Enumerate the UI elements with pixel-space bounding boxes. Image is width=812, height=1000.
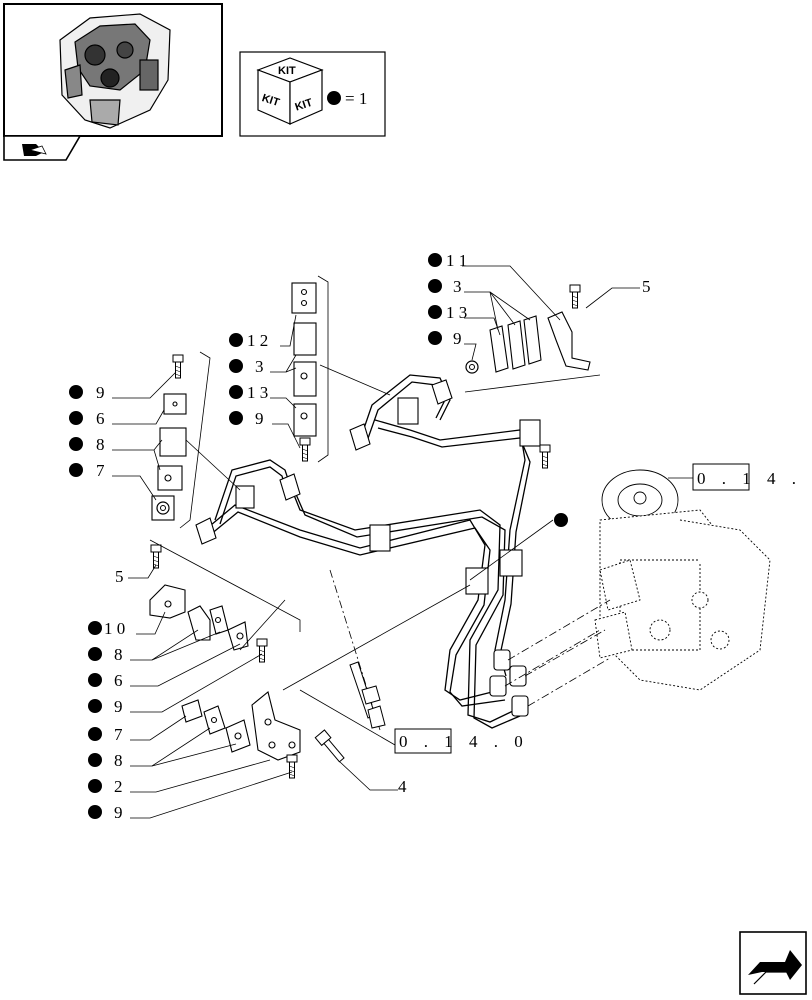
bolt-icon (150, 544, 162, 569)
callout-bullets (69, 253, 568, 819)
nav-next-arrow[interactable] (739, 931, 807, 995)
injector (349, 661, 386, 729)
bolt-icon (256, 638, 268, 663)
callout-3: 3 (453, 277, 462, 296)
reference-text: 0 . 1 4 . 0 (697, 469, 812, 488)
callout-2: 2 (114, 777, 123, 796)
clamp-kit-middle (291, 282, 317, 437)
fuel-pipes (204, 374, 531, 729)
callout-7: 7 (114, 725, 123, 744)
callout-8: 8 (114, 751, 123, 770)
kit-legend: KIT KIT KIT = 1 (239, 51, 386, 137)
callout-6: 6 (96, 409, 105, 428)
nav-back-arrow-icon (22, 144, 47, 156)
reference-bottom[interactable]: 0 . 1 4 . 0 (394, 728, 529, 754)
bolt-icon (172, 354, 184, 379)
kit-label-right: KIT (294, 97, 315, 114)
pipe-clamps (235, 397, 541, 595)
reference-text: 0 . 1 4 . 0 (399, 732, 529, 751)
bolt-icon (539, 444, 551, 469)
kit-bullet-icon (327, 91, 341, 105)
callout-9: 9 (114, 697, 123, 716)
nav-back-arrow[interactable] (3, 135, 82, 161)
pipe-fittings (195, 379, 529, 717)
kit-label-top: KIT (278, 65, 296, 77)
engine-thumbnail[interactable] (3, 3, 223, 137)
callout-4: 4 (398, 777, 407, 796)
kit-cube-icon: KIT KIT KIT (256, 57, 324, 125)
nav-next-arrow-icon (748, 950, 802, 985)
bracket-kit-lower-left (149, 584, 249, 651)
callout-7: 7 (96, 461, 105, 480)
engine-thumbnail-icon (59, 13, 171, 129)
callout-11: 1 1 (446, 251, 467, 270)
callout-6: 6 (114, 671, 123, 690)
callout-12: 1 2 (247, 331, 268, 350)
callout-8: 8 (96, 435, 105, 454)
bracket-kit-bottom (181, 691, 301, 761)
callout-5: 5 (115, 567, 124, 586)
callout-9: 9 (114, 803, 123, 822)
leader-lines (112, 265, 640, 819)
clamp-kit-left (151, 393, 187, 521)
callout-9: 9 (255, 409, 264, 428)
bolt-icon (286, 754, 298, 779)
bolt-icon (299, 437, 311, 462)
kit-label-left: KIT (260, 92, 281, 109)
callout-3: 3 (255, 357, 264, 376)
reference-top-right[interactable]: 0 . 1 4 . 0 (692, 463, 812, 491)
injection-pump (594, 469, 771, 691)
callout-8: 8 (114, 645, 123, 664)
callout-9: 9 (453, 329, 462, 348)
callout-13: 1 3 (247, 383, 268, 402)
clamp-kit-top-right (465, 311, 591, 374)
callout-9: 9 (96, 383, 105, 402)
kit-equals-text: = 1 (345, 89, 367, 108)
callout-13: 1 3 (446, 303, 467, 322)
bolt-4 (314, 729, 345, 763)
bolt-icon (569, 284, 581, 309)
callout-10: 1 0 (104, 619, 125, 638)
callout-5: 5 (642, 277, 651, 296)
